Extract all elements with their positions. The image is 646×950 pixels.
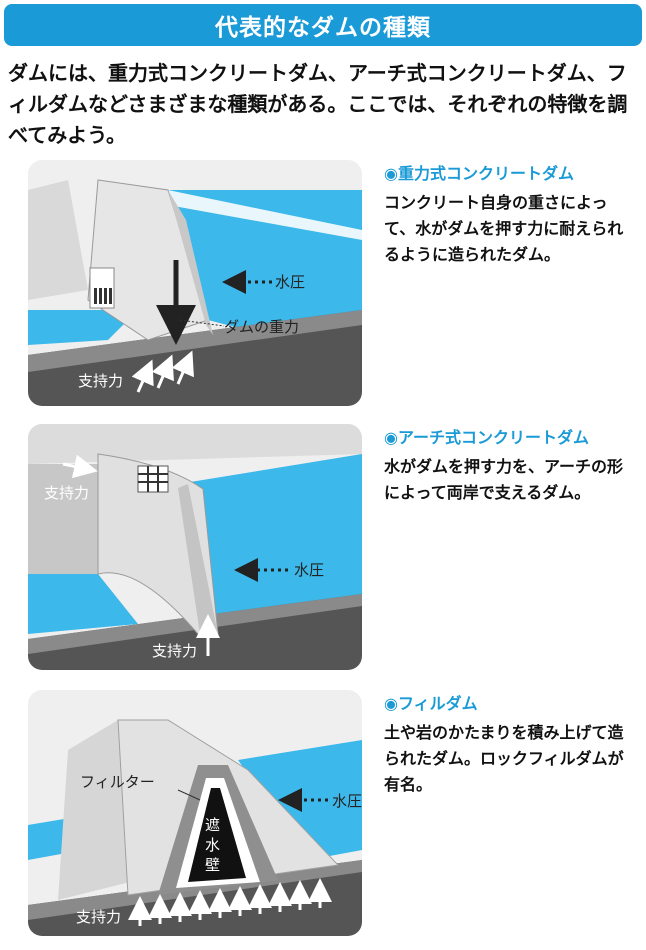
label-water-pressure: 水圧: [294, 561, 324, 579]
reservoir-water: [178, 454, 362, 634]
title-banner: 代表的なダムの種類: [4, 4, 642, 46]
fill-dam-illustration: フィルター 水圧 遮 水 壁 支持力: [28, 690, 362, 936]
gravity-dam-illustration: 水圧 ダムの重力 支持力: [28, 160, 362, 406]
fill-dam-description: ◉フィルダム 土や岩のかたまりを積み上げて造られたダム。ロックフィルダムが有名。: [384, 690, 634, 798]
gravity-dam-text: コンクリート自身の重さによって、水がダムを押す力に耐えられるように造られたダム。: [384, 193, 624, 264]
arch-dam-heading: ◉アーチ式コンクリートダム: [384, 428, 590, 447]
intro-text: ダムには、重力式コンクリートダム、アーチ式コンクリートダム、フィルダムなどさまざ…: [8, 61, 628, 147]
label-support-side: 支持力: [44, 484, 89, 502]
label-filter: フィルター: [80, 773, 155, 791]
label-support-bottom: 支持力: [152, 642, 197, 660]
fill-dam-heading: ◉フィルダム: [384, 694, 478, 713]
label-core-1: 遮: [205, 816, 220, 834]
gravity-dam-heading: ◉重力式コンクリートダム: [384, 164, 574, 183]
impervious-core: [188, 788, 246, 882]
label-core-3: 壁: [205, 856, 220, 874]
label-core-2: 水: [205, 836, 220, 854]
label-dam-weight: ダムの重力: [224, 318, 299, 336]
label-support: 支持力: [76, 908, 121, 926]
arch-dam-description: ◉アーチ式コンクリートダム 水がダムを押す力を、アーチの形によって両岸で支えるダ…: [384, 424, 634, 506]
label-water-pressure: 水圧: [275, 273, 305, 291]
arch-dam-illustration: 支持力 水圧 支持力: [28, 424, 362, 670]
support-arrows: [131, 350, 194, 393]
label-support: 支持力: [78, 372, 123, 390]
label-water-pressure: 水圧: [332, 792, 362, 810]
arch-dam-text: 水がダムを押す力を、アーチの形によって両岸で支えるダム。: [384, 457, 624, 502]
page-title: 代表的なダムの種類: [215, 15, 431, 41]
gravity-dam-description: ◉重力式コンクリートダム コンクリート自身の重さによって、水がダムを押す力に耐え…: [384, 160, 634, 268]
fill-dam-text: 土や岩のかたまりを積み上げて造られたダム。ロックフィルダムが有名。: [384, 723, 624, 794]
support-arrows: [128, 878, 332, 926]
